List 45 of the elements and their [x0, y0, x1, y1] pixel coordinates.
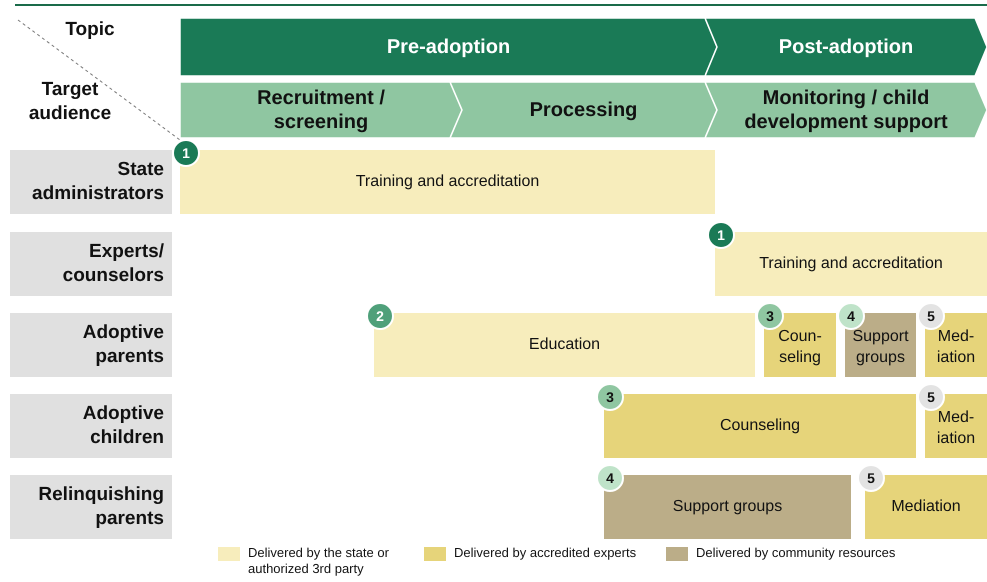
number-badge: 1 — [707, 221, 735, 249]
chevron-band — [180, 18, 717, 76]
phase-label: Post-adoption — [778, 35, 914, 59]
chevron-band — [180, 82, 462, 138]
phase-label: Recruitment / screening — [256, 86, 386, 134]
audience-header — [10, 232, 172, 296]
service-label: Support groups — [672, 496, 784, 517]
service-label: Coun- seling — [777, 327, 823, 368]
number-badge: 4 — [596, 464, 624, 492]
chevron-band — [450, 82, 717, 138]
audience-label: Relinquishing parents — [37, 483, 164, 531]
service-label: Support groups — [851, 327, 910, 368]
number-badge: 5 — [857, 464, 885, 492]
audience-header — [10, 150, 172, 214]
number-badge: 5 — [917, 302, 945, 330]
audience-label: Adoptive children — [82, 402, 164, 450]
chevron-band — [705, 82, 987, 138]
number-badge: 5 — [917, 383, 945, 411]
chevron-band — [705, 18, 987, 76]
service-label: Counseling — [718, 416, 802, 436]
service-label: Med- iation — [936, 327, 976, 368]
audience-label: Experts/ counselors — [62, 240, 164, 288]
audience-label: State administrators — [31, 158, 164, 206]
number-badge: 1 — [172, 139, 200, 167]
legend-label: Delivered by the state or authorized 3rd party — [248, 545, 390, 576]
service-label: Training and accreditation — [758, 254, 944, 274]
audience-header — [10, 394, 172, 458]
service-label: Mediation — [890, 496, 962, 517]
axis-heading: Target audience — [28, 78, 112, 126]
audience-header — [10, 475, 172, 539]
number-badge: 3 — [596, 383, 624, 411]
audience-label: Adoptive parents — [82, 321, 164, 369]
audience-header — [10, 313, 172, 377]
number-badge: 3 — [756, 302, 784, 330]
legend-label: Delivered by accredited experts — [454, 545, 636, 561]
number-badge: 4 — [837, 302, 865, 330]
service-label: Training and accreditation — [354, 172, 540, 192]
legend-label: Delivered by community resources — [696, 545, 896, 561]
number-badge: 2 — [366, 302, 394, 330]
service-label: Education — [528, 334, 602, 355]
service-label: Med- iation — [936, 408, 976, 449]
phase-label: Monitoring / child development support — [743, 86, 949, 134]
axis-heading: Topic — [64, 18, 116, 42]
phase-label: Pre-adoption — [386, 35, 512, 59]
phase-label: Processing — [528, 98, 638, 122]
